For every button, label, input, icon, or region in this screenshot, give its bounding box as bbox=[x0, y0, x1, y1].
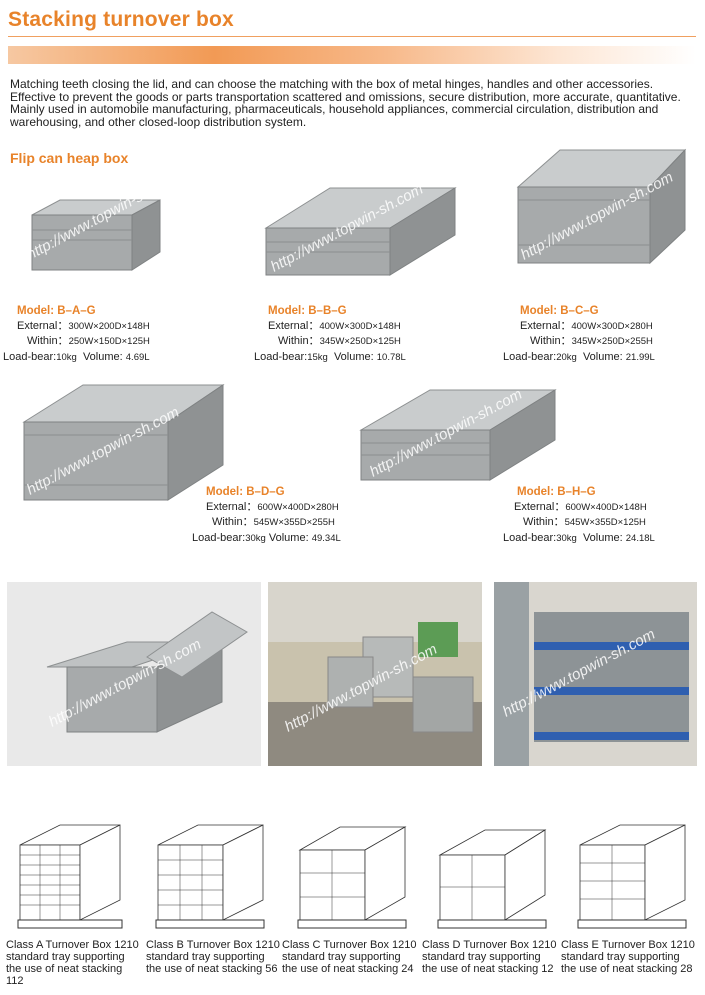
stacking-diagram-class-a bbox=[17, 824, 123, 929]
model-label: Model: B–C–G bbox=[520, 305, 599, 317]
section-subtitle: Flip can heap box bbox=[10, 150, 129, 166]
box-image-b-h-g: http://www.topwin-sh.com bbox=[359, 386, 557, 481]
stacking-diagram-class-c bbox=[297, 826, 407, 929]
stacking-caption-class-d: Class D Turnover Box 1210 standard tray … bbox=[422, 939, 557, 975]
photo-pallet-stacks: http://www.topwin-sh.com bbox=[494, 582, 697, 766]
product-spec-b-d-g: Model: B–D–G External：600W×400D×280H Wit… bbox=[192, 486, 341, 544]
product-spec-b-a-g: Model: B–A–G External：300W×200D×148H Wit… bbox=[3, 305, 150, 363]
box-image-b-d-g: http://www.topwin-sh.com bbox=[22, 384, 225, 501]
title-gradient-bar bbox=[8, 46, 696, 64]
box-image-b-b-g: http://www.topwin-sh.com bbox=[264, 181, 457, 276]
model-label: Model: B–D–G bbox=[206, 486, 285, 498]
stacking-caption-class-a: Class A Turnover Box 1210 standard tray … bbox=[6, 939, 139, 987]
page-title: Stacking turnover box bbox=[8, 8, 234, 31]
photo-warehouse-floor: http://www.topwin-sh.com bbox=[268, 582, 482, 766]
product-spec-b-b-g: Model: B–B–G External：400W×300D×148H Wit… bbox=[254, 305, 406, 363]
stacking-diagram-class-b bbox=[155, 824, 265, 929]
box-image-b-c-g: http://www.topwin-sh.com bbox=[516, 148, 687, 265]
stacking-diagram-class-e bbox=[577, 824, 687, 929]
stacking-caption-class-b: Class B Turnover Box 1210 standard tray … bbox=[146, 939, 280, 975]
product-spec-b-h-g: Model: B–H–G External：600W×400D×148H Wit… bbox=[503, 486, 655, 544]
model-label: Model: B–H–G bbox=[517, 486, 596, 498]
title-divider bbox=[8, 36, 696, 37]
product-spec-b-c-g: Model: B–C–G External：400W×300D×280H Wit… bbox=[503, 305, 655, 363]
stacking-diagram-class-d bbox=[437, 829, 547, 929]
stacking-caption-class-e: Class E Turnover Box 1210 standard tray … bbox=[561, 939, 695, 975]
intro-paragraph: Matching teeth closing the lid, and can … bbox=[10, 77, 681, 129]
box-image-b-a-g: http://www.topwin-sh.com bbox=[24, 190, 165, 271]
photo-open-lid-box: http://www.topwin-sh.com bbox=[7, 582, 261, 766]
model-label: Model: B–A–G bbox=[17, 305, 96, 317]
model-label: Model: B–B–G bbox=[268, 305, 347, 317]
stacking-caption-class-c: Class C Turnover Box 1210 standard tray … bbox=[282, 939, 417, 975]
